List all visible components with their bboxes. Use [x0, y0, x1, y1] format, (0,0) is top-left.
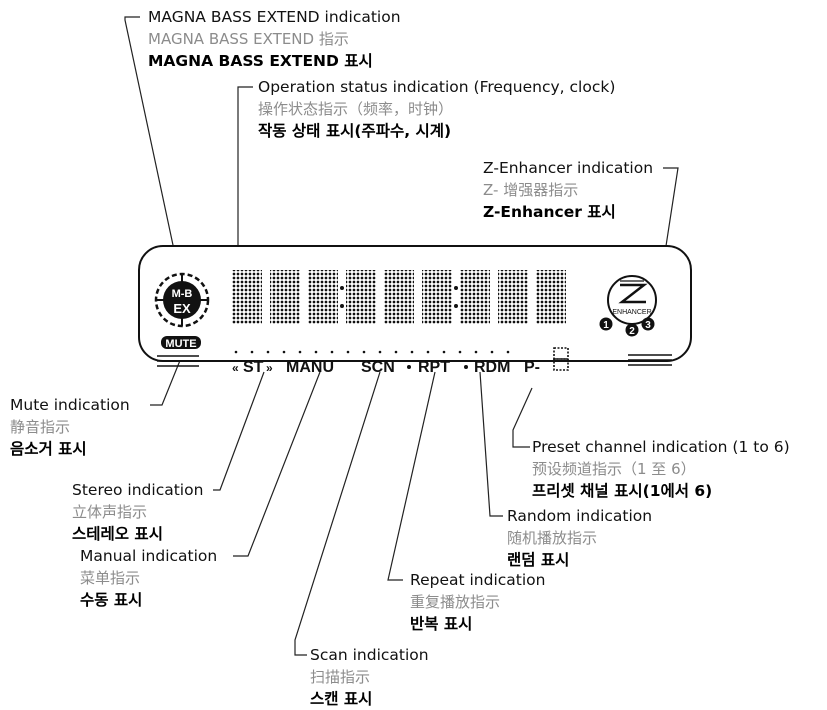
label-scan: Scan indication 扫描指示 스캔 표시 [310, 644, 429, 710]
matrix-char-8 [498, 270, 528, 324]
label-manual-ko: 수동 표시 [80, 591, 143, 609]
enhancer-text: ENHANCER [612, 309, 651, 316]
mbex-emblem-icon [154, 272, 210, 328]
label-repeat: Repeat indication 重复播放指示 반복 표시 [410, 569, 545, 635]
matrix-char-5 [384, 270, 414, 324]
stereo-wave-left-icon: « [232, 361, 239, 375]
label-repeat-zh: 重复播放指示 [410, 593, 501, 611]
matrix-char-6 [422, 270, 452, 324]
enhancer-level-1: 1 [603, 320, 609, 331]
manual-indicator-text: MANU [286, 359, 334, 376]
label-mbex-en: MAGNA BASS EXTEND indication [148, 8, 401, 26]
label-random-en: Random indication [507, 507, 653, 525]
leader-repeat [387, 371, 436, 581]
label-zenhancer-zh: Z- 增强器指示 [483, 181, 579, 199]
matrix-char-4 [346, 270, 376, 324]
matrix-char-3 [308, 270, 338, 324]
matrix-char-7 [460, 270, 490, 324]
label-manual-en: Manual indication [80, 547, 218, 565]
label-random: Random indication 随机播放指示 랜덤 표시 [507, 505, 652, 571]
label-scan-en: Scan indication [310, 646, 429, 664]
label-operation-ko: 작동 상태 표시(주파수, 시계) [258, 122, 452, 140]
leader-preset [512, 387, 533, 448]
zenhancer-emblem-icon [607, 275, 657, 325]
indicator-dots [234, 350, 510, 354]
mbex-bottom-text: EX [173, 301, 191, 316]
right-bars-icon [628, 354, 672, 366]
leader-lines [124, 16, 679, 656]
label-preset-en: Preset channel indication (1 to 6) [532, 438, 790, 456]
left-bars-icon [157, 355, 199, 367]
label-stereo-en: Stereo indication [72, 481, 204, 499]
scan-indicator-text: SCN [361, 359, 395, 376]
label-stereo-zh: 立体声指示 [72, 503, 148, 521]
mbex-top-text: M-B [172, 288, 193, 300]
leader-operation [237, 86, 253, 272]
matrix-char-2 [270, 270, 300, 324]
label-operation-en: Operation status indication (Frequency, … [258, 78, 616, 96]
preset-digit-icon [553, 347, 569, 371]
label-mbex: MAGNA BASS EXTEND indication MAGNA BASS … [148, 6, 401, 72]
label-random-ko: 랜덤 표시 [507, 551, 570, 569]
label-mbex-ko: MAGNA BASS EXTEND 표시 [148, 52, 373, 70]
mute-badge [161, 336, 201, 349]
label-mute-ko: 음소거 표시 [10, 440, 87, 458]
leader-scan [294, 371, 381, 656]
random-indicator-text: RDM [474, 359, 510, 376]
label-repeat-en: Repeat indication [410, 571, 546, 589]
label-zenhancer-en: Z-Enhancer indication [483, 159, 654, 177]
label-preset-zh: 预设频道指示（1 至 6） [532, 460, 696, 478]
dot-matrix-display [232, 270, 566, 324]
label-operation: Operation status indication (Frequency, … [258, 76, 615, 142]
label-zenhancer: Z-Enhancer indication Z- 增强器指示 Z-Enhance… [483, 157, 653, 223]
label-mute-zh: 静音指示 [10, 418, 71, 436]
mute-text: MUTE [165, 338, 196, 350]
label-operation-zh: 操作状态指示（频率，时钟） [258, 100, 454, 118]
label-mute-en: Mute indication [10, 396, 130, 414]
preset-indicator-text: P- [524, 359, 540, 376]
leader-stereo [213, 371, 265, 491]
leader-random [479, 371, 503, 517]
label-stereo: Stereo indication 立体声指示 스테레오 표시 [72, 479, 203, 545]
leader-manual [233, 371, 321, 557]
label-mbex-zh: MAGNA BASS EXTEND 指示 [148, 30, 349, 48]
matrix-char-9 [536, 270, 566, 324]
label-scan-ko: 스캔 표시 [310, 690, 373, 708]
leader-mute [150, 357, 182, 406]
label-stereo-ko: 스테레오 표시 [72, 525, 163, 543]
stereo-indicator-text: ST [243, 359, 264, 376]
matrix-char-1 [232, 270, 262, 324]
stereo-wave-right-icon: » [266, 361, 273, 375]
enhancer-level-3: 3 [645, 320, 651, 331]
label-random-zh: 随机播放指示 [507, 529, 598, 547]
label-manual-zh: 菜单指示 [80, 569, 141, 587]
repeat-indicator-text: RPT [418, 359, 450, 376]
label-zenhancer-ko: Z-Enhancer 표시 [483, 203, 616, 221]
label-repeat-ko: 반복 표시 [410, 615, 473, 633]
leader-mbex [124, 16, 184, 293]
label-preset-ko: 프리셋 채널 표시(1에서 6) [532, 482, 713, 500]
label-preset: Preset channel indication (1 to 6) 预设频道指… [532, 436, 790, 502]
colon-dots [340, 286, 458, 308]
label-mute: Mute indication 静音指示 음소거 표시 [10, 394, 130, 460]
enhancer-level-icons [599, 317, 655, 337]
enhancer-level-2: 2 [629, 326, 635, 337]
label-scan-zh: 扫描指示 [310, 668, 371, 686]
label-manual: Manual indication 菜单指示 수동 표시 [80, 545, 217, 611]
